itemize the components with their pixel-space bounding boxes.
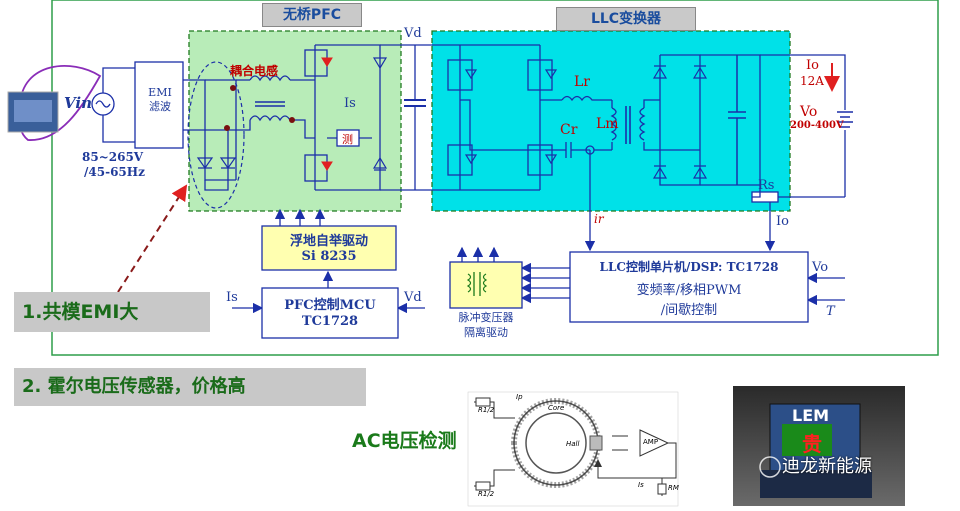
llc-region <box>431 30 791 212</box>
pfc-region <box>188 30 402 212</box>
vo-range-label: 200-400V <box>790 120 844 131</box>
io-output-label: Io <box>806 58 819 73</box>
cr-label: Cr <box>560 122 578 138</box>
ir-label: ir <box>594 212 604 226</box>
emi-photo-detail <box>14 100 52 122</box>
pfc-switch-diodes <box>321 57 333 171</box>
mcu-vd-input: Vd <box>404 290 422 305</box>
current-sense-label: 测 <box>342 133 353 146</box>
hall-ip-label: Ip <box>516 393 523 401</box>
outer-frame <box>51 0 939 356</box>
io-feedback-label: Io <box>776 214 789 229</box>
hall-is-label: Is <box>638 481 644 489</box>
lem-logo-text: LEM <box>792 406 830 425</box>
mcu-is-input: Is <box>226 290 238 305</box>
floating-driver-line2: Si 8235 <box>301 249 357 264</box>
pulse-xfmr-box <box>449 261 523 309</box>
llc-title: LLC变换器 <box>556 7 696 31</box>
pulse-xfmr-line2: 隔离驱动 <box>464 326 508 339</box>
coupling-dot <box>224 125 230 131</box>
llc-vo-input: Vo <box>812 260 829 275</box>
llc-ctrl-line1: LLC控制单片机/DSP: TC1728 <box>599 260 779 274</box>
hall-hall-label: Hall <box>566 440 580 448</box>
lr-label: Lr <box>574 74 590 90</box>
vd-label: Vd <box>404 26 422 41</box>
ac-voltage-detect-label: AC电压检测 <box>352 430 457 452</box>
llc-ctrl-line2: 变频率/移相PWM <box>636 283 742 298</box>
emi-filter-label: EMI 滤波 <box>140 86 180 114</box>
rectifier-diodes <box>196 57 708 179</box>
llc-ctrl-line3: /间歇控制 <box>660 303 718 318</box>
coupling-dot <box>289 117 295 123</box>
expensive-badge: 贵 <box>802 432 822 456</box>
llc-control-box <box>569 251 809 323</box>
coupling-dot <box>230 85 236 91</box>
callout-common-mode-emi: 1.共模EMI大 <box>14 292 210 332</box>
floating-driver-line1: 浮地自举驱动 <box>289 234 368 249</box>
is-label: Is <box>344 96 356 111</box>
callout-hall-sensor-cost: 2. 霍尔电压传感器，价格高 <box>14 368 366 406</box>
io-value-label: 12A <box>800 74 824 88</box>
lm-label: Lm <box>596 116 619 132</box>
vin-label: Vin <box>64 94 92 112</box>
pfc-title: 无桥PFC <box>262 3 362 27</box>
pfc-mcu-line1: PFC控制MCU <box>284 298 376 313</box>
watermark: 迪龙新能源 <box>782 456 872 477</box>
hall-core-label: Core <box>548 404 565 412</box>
emi-label-line2: 滤波 <box>149 100 171 113</box>
input-frequency-range: /45-65Hz <box>84 165 145 179</box>
llc-t-input: T <box>826 304 835 319</box>
hall-r1a-label: R1/2 <box>478 406 495 414</box>
pulse-xfmr-line1: 脉冲变压器 <box>458 311 514 324</box>
emi-label-line1: EMI <box>148 86 172 99</box>
floating-driver-box <box>261 225 397 271</box>
vo-output-label: Vo <box>800 104 818 120</box>
pfc-mcu-line2: TC1728 <box>301 314 359 329</box>
hall-rm-label: RM <box>668 484 679 492</box>
coupled-inductor-label: 耦合电感 <box>230 64 279 78</box>
lem-sensor-photo <box>733 386 905 506</box>
callout-pointer <box>117 184 188 293</box>
emi-highlight-ellipse <box>187 61 245 209</box>
hall-sensor-diagram <box>467 391 679 507</box>
hall-r1b-label: R1/2 <box>478 490 495 498</box>
wires <box>91 44 853 314</box>
hall-amp-label: AMP <box>643 438 659 446</box>
pfc-mcu-box <box>261 287 399 339</box>
rs-label: Rs <box>758 178 775 193</box>
pulse-xfmr-symbol <box>473 272 481 296</box>
input-voltage-range: 85~265V <box>82 150 144 164</box>
